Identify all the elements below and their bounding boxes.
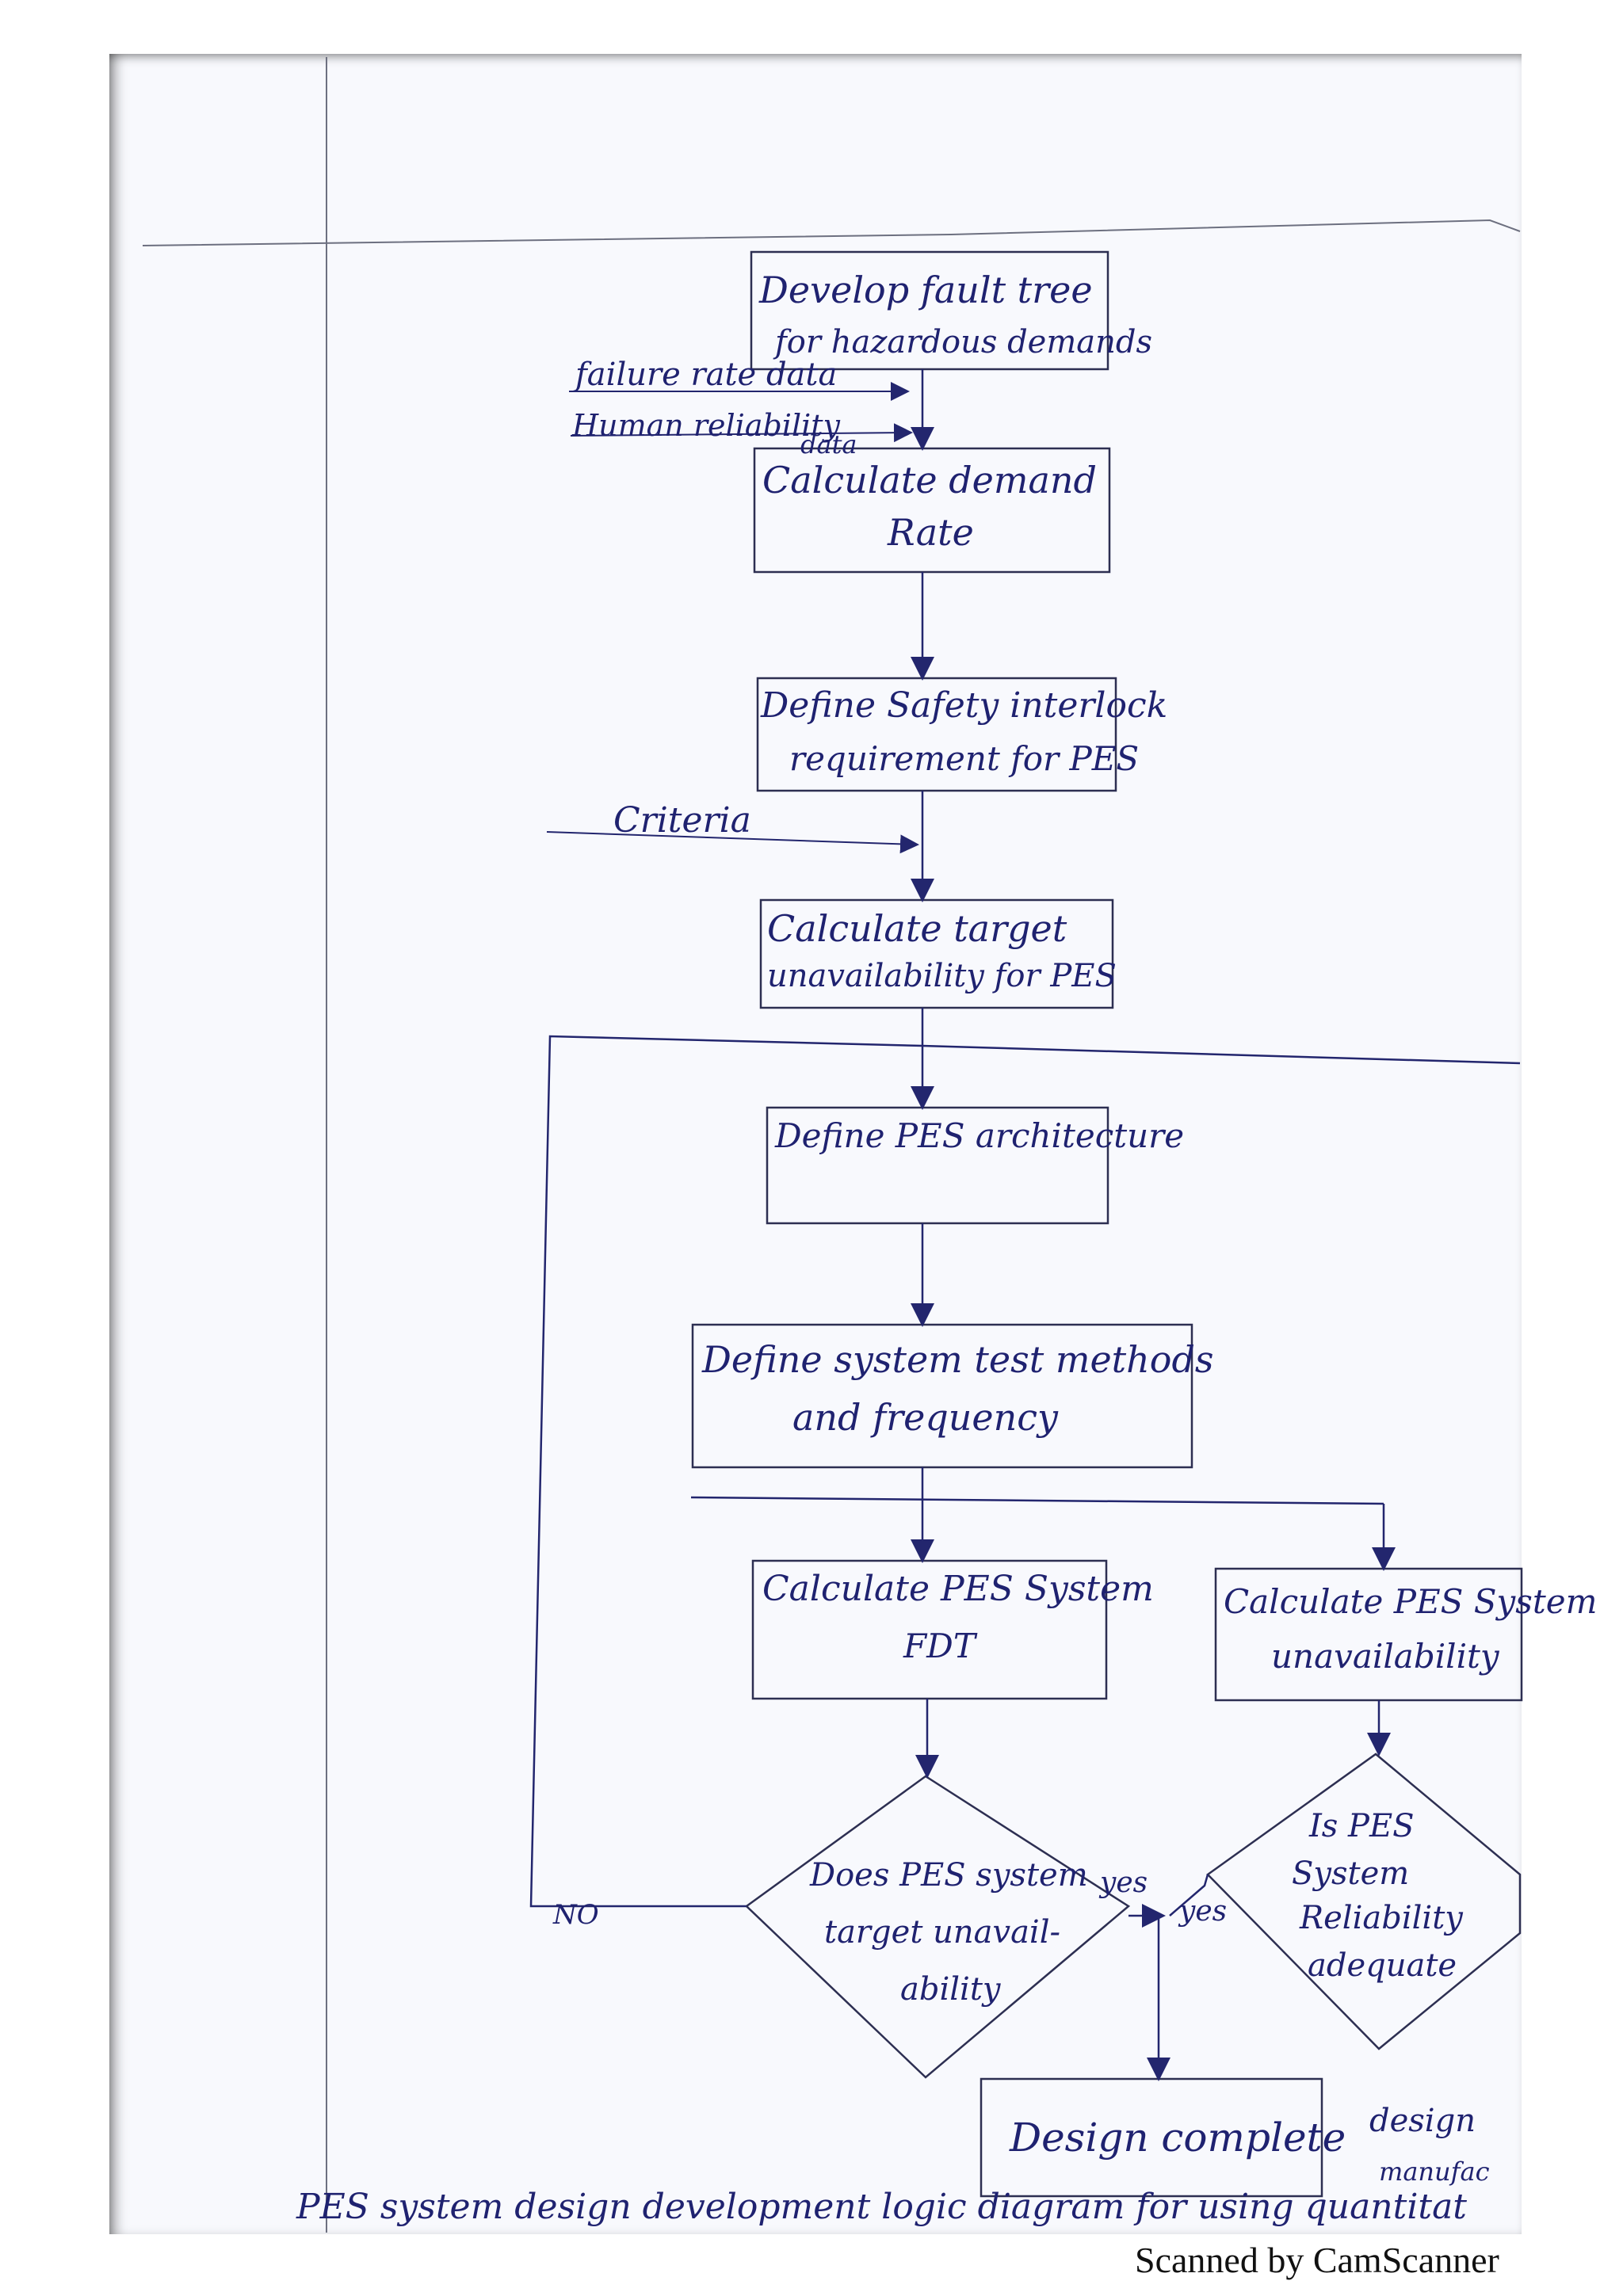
diagram-caption: PES system design development logic diag… [296, 2187, 1467, 2227]
input-arrows [546, 382, 919, 854]
box-pes-unavailability: Calculate PES System unavailability [1214, 1567, 1597, 1702]
decision-meets-target: Does PES system target unavail- ability [745, 1775, 1131, 2079]
box-demand-rate-line-2: Rate [887, 511, 974, 554]
input-human-reliability: Human reliability [571, 408, 841, 443]
note-manufacture: manufac [1379, 2157, 1490, 2187]
input-criteria: Criteria [613, 800, 751, 841]
box-target-unavailability-line-1: Calculate target [767, 907, 1067, 950]
box-test-methods: Define system test methods and frequency [691, 1323, 1214, 1469]
note-design: design [1369, 2103, 1476, 2139]
camscanner-watermark: Scanned by CamScanner [1135, 2240, 1499, 2280]
notebook-paper [109, 54, 1522, 2234]
decision-reliability-adequate-line-1: Is PES [1308, 1808, 1415, 1844]
decision-meets-target-line-1: Does PES system [809, 1857, 1088, 1894]
decision-meets-target-line-2: target unavail- [824, 1914, 1060, 1951]
box-safety-interlock-line-1: Define Safety interlock [760, 685, 1167, 726]
box-pes-architecture: Define PES architecture [766, 1106, 1184, 1225]
box-demand-rate-line-1: Calculate demand [762, 459, 1097, 502]
box-test-methods-line-1: Define system test methods [701, 1338, 1214, 1381]
decision-reliability-adequate: Is PES System Reliability adequate [1206, 1753, 1522, 2050]
box-pes-fdt-line-1: Calculate PES System [762, 1569, 1154, 1609]
box-pes-unavailability-line-1: Calculate PES System [1224, 1582, 1597, 1621]
label-yes-left: yes [1098, 1867, 1148, 1899]
decision-reliability-adequate-line-3: Reliability [1299, 1900, 1464, 1936]
box-design-complete: Design complete [980, 2077, 1346, 2198]
box-pes-fdt: Calculate PES System FDT [751, 1559, 1154, 1700]
label-no: NO [552, 1899, 599, 1931]
box-pes-architecture-line-1: Define PES architecture [774, 1116, 1184, 1155]
box-pes-unavailability-line-2: unavailability [1271, 1637, 1500, 1676]
input-human-reliability-data: data [800, 429, 857, 460]
label-yes-right: yes [1178, 1895, 1227, 1928]
box-safety-interlock-line-2: requirement for PES [789, 739, 1139, 778]
decision-reliability-adequate-line-4: adequate [1308, 1947, 1457, 1984]
box-safety-interlock: Define Safety interlock requirement for … [756, 677, 1167, 792]
box-target-unavailability-line-2: unavailability for PES [767, 958, 1117, 994]
box-target-unavailability: Calculate target unavailability for PES [759, 898, 1117, 1009]
box-demand-rate: Calculate demand Rate [753, 447, 1111, 574]
box-test-methods-line-2: and frequency [792, 1396, 1059, 1439]
box-fault-tree-line-2: for hazardous demands [773, 324, 1152, 360]
box-fault-tree-line-1: Develop fault tree [758, 269, 1093, 311]
box-fault-tree: Develop fault tree for hazardous demands [750, 250, 1152, 371]
box-design-complete-line-1: Design complete [1009, 2115, 1346, 2161]
header-rule [142, 219, 1521, 246]
input-failure-rate: failure rate data [573, 357, 837, 393]
decision-reliability-adequate-line-2: System [1292, 1855, 1409, 1892]
decision-meets-target-line-3: ability [900, 1971, 1002, 2008]
box-pes-fdt-line-2: FDT [903, 1627, 978, 1665]
flow-connectors [529, 369, 1521, 2081]
